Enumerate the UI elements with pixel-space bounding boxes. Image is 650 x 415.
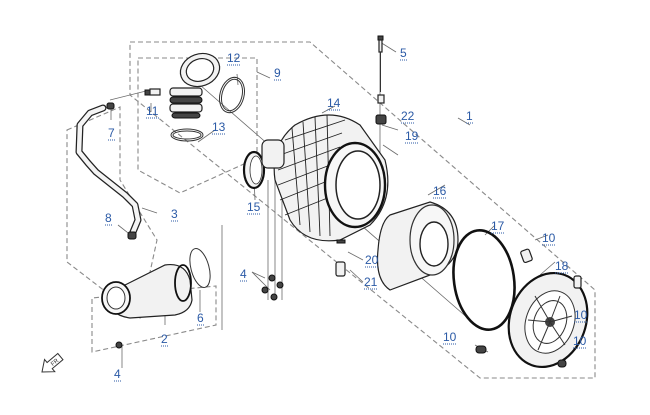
part-washer-20[interactable] — [336, 239, 346, 244]
callout-11-text[interactable]: 11 — [146, 104, 159, 118]
callout-14[interactable]: 14 — [327, 96, 341, 111]
callout-2[interactable]: 2 — [161, 332, 169, 347]
callout-14-text[interactable]: 14 — [327, 96, 341, 110]
callout-4a-text[interactable]: 4 — [240, 267, 247, 281]
part-cover-18[interactable] — [496, 262, 600, 378]
callout-1[interactable]: 1 — [466, 109, 474, 124]
part-clamp-12[interactable] — [216, 75, 248, 116]
part-bolt-4-lower[interactable] — [115, 341, 123, 349]
callout-4-lower[interactable]: 4 — [114, 367, 122, 382]
part-intake-boot-9[interactable] — [169, 48, 224, 119]
callout-5-text[interactable]: 5 — [400, 46, 407, 60]
callout-7-text[interactable]: 7 — [108, 126, 115, 140]
callout-9[interactable]: 9 — [274, 66, 282, 81]
assembly-2-boundary — [91, 285, 217, 353]
callout-6-text[interactable]: 6 — [197, 311, 204, 325]
callout-4b-text[interactable]: 4 — [114, 367, 121, 381]
callout-21[interactable]: 21 — [364, 275, 378, 290]
callout-15-text[interactable]: 15 — [247, 200, 261, 214]
assembly-9-boundary — [137, 57, 258, 194]
part-clamp-6[interactable] — [186, 246, 214, 289]
callout-15[interactable]: 15 — [247, 200, 261, 215]
part-clip-10d[interactable] — [557, 359, 567, 368]
callout-3[interactable]: 3 — [171, 207, 179, 222]
callout-2-text[interactable]: 2 — [161, 332, 168, 346]
callout-18[interactable]: 18 — [555, 259, 569, 274]
part-bolt-11[interactable] — [144, 88, 161, 96]
part-bolts-4[interactable] — [261, 274, 284, 301]
callout-11[interactable]: 11 — [146, 104, 160, 119]
callout-3-text[interactable]: 3 — [171, 207, 178, 221]
part-clip-8[interactable] — [127, 231, 137, 240]
callout-8-text[interactable]: 8 — [105, 211, 112, 225]
part-airbox-housing-14[interactable] — [261, 114, 389, 242]
part-inlet-duct-2[interactable] — [101, 263, 193, 319]
part-clip-7[interactable] — [106, 102, 115, 110]
callout-20[interactable]: 20 — [365, 253, 379, 268]
callout-10-c[interactable]: 10 — [443, 330, 457, 345]
callout-22[interactable]: 22 — [401, 109, 415, 124]
callout-10-d[interactable]: 10 — [573, 334, 587, 349]
callout-10d-text[interactable]: 10 — [573, 334, 587, 348]
part-grommet-19[interactable] — [375, 114, 387, 125]
callout-labels: 1 2 3 4 4 5 6 7 8 9 10 10 10 10 11 12 13… — [105, 46, 588, 382]
callout-16-text[interactable]: 16 — [433, 184, 447, 198]
callout-8[interactable]: 8 — [105, 211, 113, 226]
callout-19[interactable]: 19 — [405, 129, 419, 144]
callout-10-b[interactable]: 10 — [574, 308, 588, 323]
callout-10-a[interactable]: 10 — [542, 231, 556, 246]
callout-16[interactable]: 16 — [433, 184, 447, 199]
part-ring-15[interactable] — [242, 150, 266, 190]
part-filter-element-16[interactable] — [376, 201, 459, 291]
callout-10b-text[interactable]: 10 — [574, 308, 588, 322]
callout-7[interactable]: 7 — [108, 126, 116, 141]
part-bolt-5[interactable] — [377, 35, 384, 92]
part-oring-17[interactable] — [447, 226, 520, 333]
callout-6[interactable]: 6 — [197, 311, 205, 326]
assembly-3-boundary — [66, 106, 158, 319]
part-clip-10a[interactable] — [520, 248, 533, 264]
callout-19-text[interactable]: 19 — [405, 129, 419, 143]
callout-12-text[interactable]: 12 — [227, 51, 241, 65]
callout-13[interactable]: 13 — [212, 120, 226, 135]
callout-10a-text[interactable]: 10 — [542, 231, 556, 245]
callout-20-text[interactable]: 20 — [365, 253, 379, 267]
part-drain-21[interactable] — [335, 261, 346, 277]
part-clamp-13[interactable] — [170, 128, 204, 142]
callout-5[interactable]: 5 — [400, 46, 408, 61]
callout-17-text[interactable]: 17 — [491, 219, 505, 233]
callout-18-text[interactable]: 18 — [555, 259, 569, 273]
part-clip-10b[interactable] — [573, 275, 582, 289]
front-arrow-text: FR — [50, 358, 60, 368]
callout-10c-text[interactable]: 10 — [443, 330, 457, 344]
callout-22-text[interactable]: 22 — [401, 109, 415, 123]
part-clip-10c[interactable] — [475, 345, 487, 354]
callout-12[interactable]: 12 — [227, 51, 241, 66]
part-collar-22[interactable] — [377, 94, 385, 104]
callout-4-upper[interactable]: 4 — [240, 267, 248, 282]
callout-13-text[interactable]: 13 — [212, 120, 226, 134]
callout-21-text[interactable]: 21 — [364, 275, 378, 289]
callout-9-text[interactable]: 9 — [274, 66, 281, 80]
callout-17[interactable]: 17 — [491, 219, 505, 234]
front-direction-arrow-icon: FR — [41, 352, 64, 373]
callout-1-text[interactable]: 1 — [466, 109, 473, 123]
